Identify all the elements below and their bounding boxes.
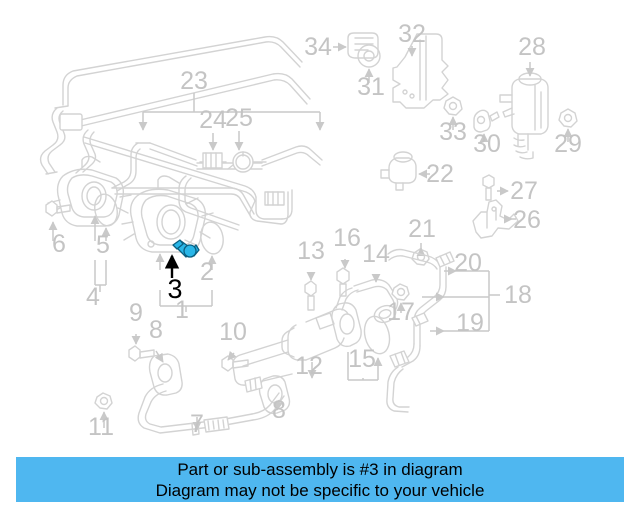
callout-12: 12 xyxy=(295,352,323,380)
disclaimer-banner: Part or sub-assembly is #3 in diagram Di… xyxy=(16,457,624,502)
hose-group-23 xyxy=(111,93,325,231)
callout-7: 7 xyxy=(190,410,204,438)
callout-32: 32 xyxy=(398,20,426,48)
valve-bracket-group-right xyxy=(472,62,578,239)
callout-20: 20 xyxy=(454,249,482,277)
callout-31: 31 xyxy=(357,73,385,101)
egr-pipe-assembly xyxy=(232,259,410,393)
lower-pipe-assembly xyxy=(94,334,291,436)
upper-hose-assembly xyxy=(39,35,311,225)
callout-23: 23 xyxy=(180,67,208,95)
callout-8: 8 xyxy=(149,316,163,344)
turbo-housing-left xyxy=(45,155,132,292)
right-hose-assembly xyxy=(386,243,500,413)
callout-22: 22 xyxy=(426,160,454,188)
callout-2: 2 xyxy=(200,258,214,286)
banner-line-1: Part or sub-assembly is #3 in diagram xyxy=(177,459,463,479)
callout-33: 33 xyxy=(439,118,467,146)
callout-21: 21 xyxy=(408,215,436,243)
callout-29: 29 xyxy=(554,130,582,158)
callout-25: 25 xyxy=(225,104,253,132)
callout-8b: 8 xyxy=(272,396,286,424)
callout-15: 15 xyxy=(348,345,376,373)
callout-5: 5 xyxy=(96,231,110,259)
callout-19: 19 xyxy=(456,309,484,337)
callout-30: 30 xyxy=(473,130,501,158)
callout-16: 16 xyxy=(333,224,361,252)
callout-4: 4 xyxy=(86,283,100,311)
callout-14: 14 xyxy=(362,240,390,268)
callout-9: 9 xyxy=(129,299,143,327)
banner-line-2: Diagram may not be specific to your vehi… xyxy=(155,480,485,500)
callout-10: 10 xyxy=(219,318,247,346)
intake-housing-center xyxy=(121,175,224,312)
callout-24: 24 xyxy=(199,106,227,134)
highlighted-part-3 xyxy=(172,239,200,258)
callout-labels: 1 2 3 4 5 6 7 8 8 9 10 11 12 13 14 15 16… xyxy=(52,20,582,441)
callout-17: 17 xyxy=(387,298,415,326)
callout-3-highlighted: 3 xyxy=(167,274,182,304)
callout-13: 13 xyxy=(297,237,325,265)
callout-11: 11 xyxy=(88,413,114,441)
callout-34: 34 xyxy=(304,33,332,61)
callout-28: 28 xyxy=(518,33,546,61)
callout-6: 6 xyxy=(52,230,66,258)
top-bracket-group xyxy=(333,32,463,191)
callout-1: 1 xyxy=(175,296,189,324)
parts-diagram-canvas: .ln { fill:none; stroke:#d3d3d3; stroke-… xyxy=(39,20,582,441)
callout-18: 18 xyxy=(504,281,532,309)
callout-27: 27 xyxy=(510,177,538,205)
callout-26: 26 xyxy=(513,206,541,234)
